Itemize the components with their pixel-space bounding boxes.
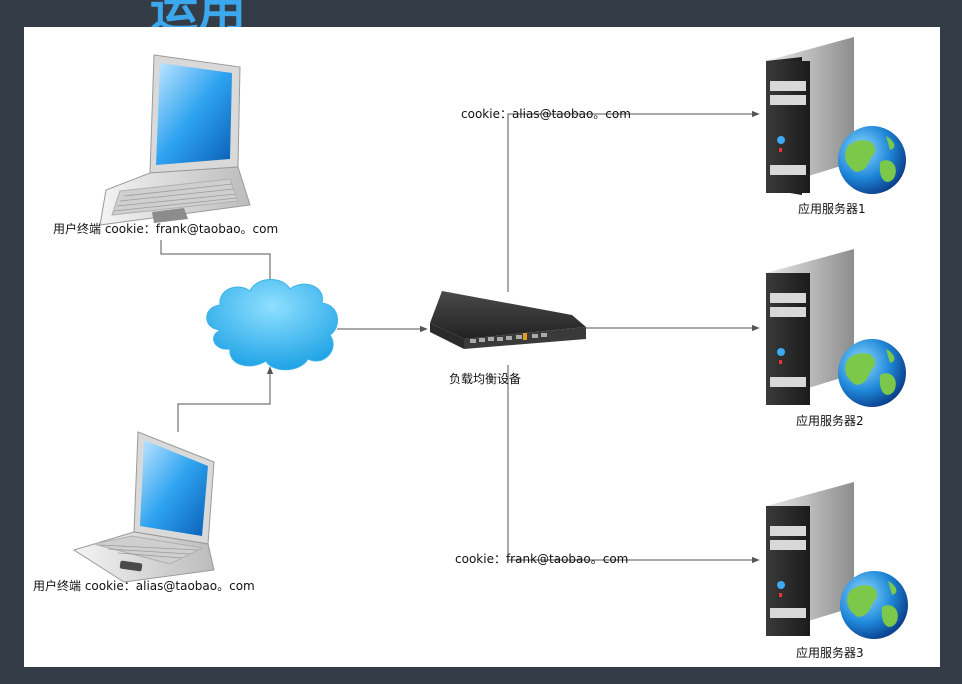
laptop-icon xyxy=(72,431,215,583)
server-icon xyxy=(766,249,854,405)
server-icon xyxy=(766,37,854,195)
server1-label: 应用服务器1 xyxy=(798,202,866,216)
laptop-icon xyxy=(99,54,251,226)
edge-client1-cloud xyxy=(160,240,274,294)
edge-lb-server3-label: cookie：frank@taobao。com xyxy=(455,552,629,566)
client2-label: 用户终端 cookie：alias@taobao。com xyxy=(33,579,255,593)
globe-icon xyxy=(838,126,906,194)
edge-lb-server3 xyxy=(507,365,760,564)
server3-label: 应用服务器3 xyxy=(796,646,864,660)
server2-label: 应用服务器2 xyxy=(796,414,864,428)
cloud-icon xyxy=(206,279,338,371)
switch-icon xyxy=(430,291,586,349)
edge-client2-cloud xyxy=(177,366,274,432)
diagram-canvas: 用户终端 cookie：frank@taobao。com 用户终端 cookie… xyxy=(24,27,940,667)
diagram-graphics xyxy=(72,37,908,639)
edge-lb-server1-label: cookie：alias@taobao。com xyxy=(461,107,631,121)
globe-icon xyxy=(838,339,906,407)
load-balancer-label: 负载均衡设备 xyxy=(449,372,522,386)
globe-icon xyxy=(840,571,908,639)
server-icon xyxy=(766,482,854,636)
edge-lb-server1 xyxy=(507,110,760,292)
client1-label: 用户终端 cookie：frank@taobao。com xyxy=(53,222,279,236)
